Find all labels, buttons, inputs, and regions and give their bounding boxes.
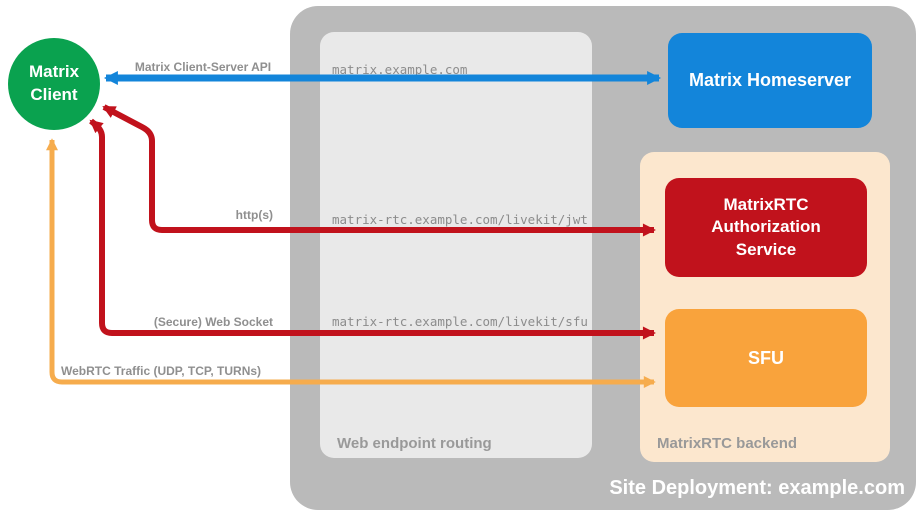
endpoint-livekit-sfu: matrix-rtc.example.com/livekit/sfu [332, 314, 588, 329]
label-webrtc-traffic: WebRTC Traffic (UDP, TCP, TURNs) [61, 364, 262, 378]
label-websocket: (Secure) Web Socket [153, 315, 273, 329]
node-matrixrtc-authorization-service-label: MatrixRTC Authorization Service [711, 195, 821, 259]
node-matrix-client: Matrix Client [8, 38, 100, 130]
node-matrixrtc-authorization-service: MatrixRTC Authorization Service [665, 178, 867, 277]
caption-matrixrtc-backend: MatrixRTC backend [657, 435, 798, 452]
caption-web-endpoint-routing: Web endpoint routing [337, 435, 492, 452]
label-https: http(s) [235, 208, 273, 222]
node-sfu: SFU [665, 309, 867, 407]
caption-site-deployment: Site Deployment: example.com [609, 477, 905, 499]
endpoint-livekit-jwt: matrix-rtc.example.com/livekit/jwt [332, 212, 588, 227]
web-endpoint-routing-container [320, 32, 592, 458]
node-matrix-homeserver: Matrix Homeserver [668, 33, 872, 128]
endpoint-matrix-example-com: matrix.example.com [332, 62, 468, 77]
node-matrix-homeserver-label: Matrix Homeserver [688, 70, 852, 90]
node-sfu-label: SFU [748, 347, 784, 368]
node-matrix-client-label: Matrix Client [28, 62, 80, 104]
label-client-server-api: Matrix Client-Server API [134, 60, 272, 74]
